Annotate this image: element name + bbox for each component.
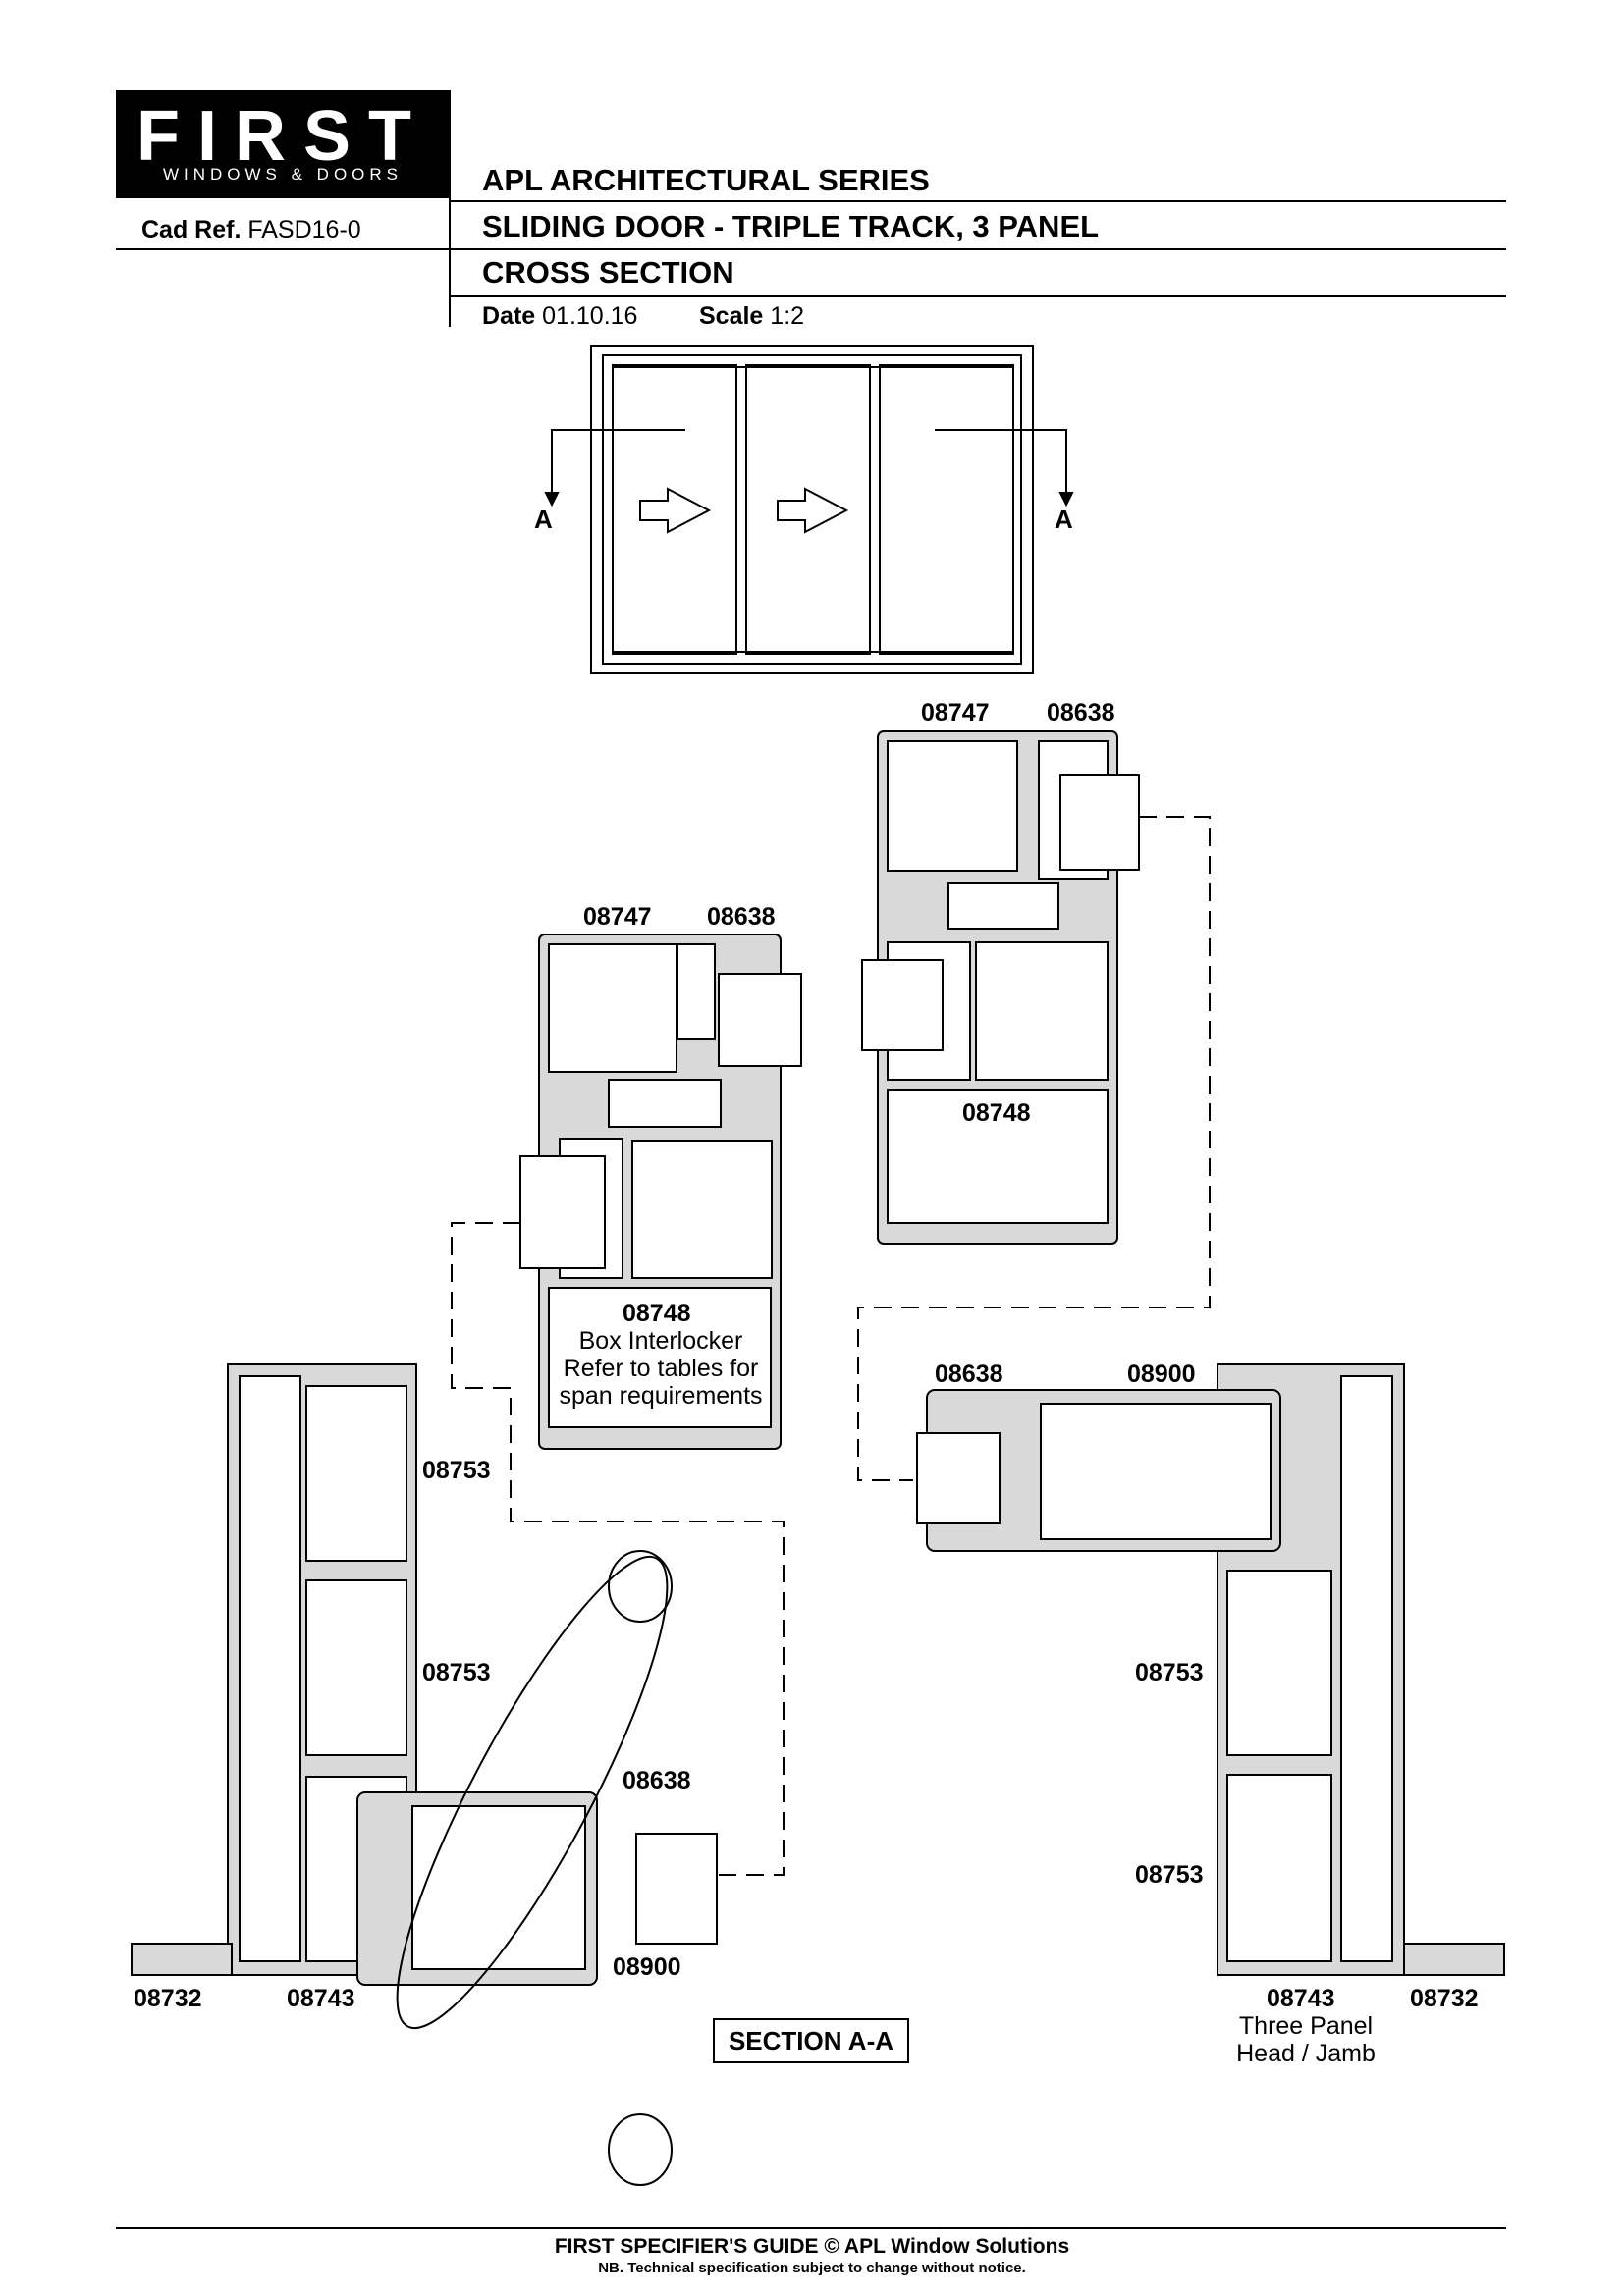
cad-ref-label: Cad Ref. (141, 216, 242, 243)
part-label: 08900 (1127, 1361, 1196, 1388)
cad-ref: Cad Ref. FASD16-0 (141, 216, 361, 244)
note-line: Refer to tables for (563, 1355, 759, 1382)
scale-field: Scale 1:2 (699, 302, 804, 331)
part-label: 08743 (287, 1985, 355, 2012)
part-label: 08748 (623, 1300, 691, 1327)
view-title: CROSS SECTION (482, 255, 734, 290)
series-title: APL ARCHITECTURAL SERIES (482, 163, 930, 197)
jamb-left (131, 1363, 718, 1986)
part-label: 08748 (962, 1099, 1031, 1127)
logo-word: FIRST (136, 97, 429, 176)
note-line: Box Interlocker (578, 1327, 743, 1355)
product-title: SLIDING DOOR - TRIPLE TRACK, 3 PANEL (482, 209, 1100, 243)
handle-outline (396, 1550, 673, 2186)
date-value: 01.10.16 (542, 302, 638, 330)
part-label: 08743 (1267, 1985, 1335, 2012)
part-label: 08753 (1135, 1659, 1204, 1686)
note-line: span requirements (559, 1382, 763, 1410)
scale-value: 1:2 (770, 302, 805, 330)
profiles (131, 730, 1505, 1986)
footer-disclaimer: NB. Technical specification subject to c… (598, 2260, 1026, 2276)
interlock-top-right (861, 730, 1140, 1245)
part-label: 08753 (422, 1659, 491, 1686)
part-label: 08900 (613, 1953, 681, 1981)
footer-credit: FIRST SPECIFIER'S GUIDE © APL Window Sol… (554, 2235, 1070, 2258)
section-mark-right: A (1055, 505, 1073, 534)
scale-label: Scale (699, 302, 764, 330)
note-line: Head / Jamb (1236, 2040, 1376, 2067)
date-label: Date (482, 302, 536, 330)
part-label: 08732 (1410, 1985, 1479, 2012)
cad-ref-value: FASD16-0 (247, 216, 361, 243)
elevation-view (544, 345, 1074, 674)
part-label: 08638 (1047, 699, 1115, 726)
part-label: 08638 (623, 1767, 691, 1794)
note-line: Three Panel (1238, 2012, 1374, 2040)
part-label: 08753 (422, 1457, 491, 1484)
section-mark-left: A (534, 505, 553, 534)
interlock-middle (519, 934, 802, 1450)
part-label: 08638 (935, 1361, 1003, 1388)
part-label: 08638 (707, 903, 776, 931)
dashed-connectors (451, 816, 1211, 1876)
part-label: 08753 (1135, 1861, 1204, 1889)
section-label: SECTION A-A (713, 2018, 909, 2063)
date-field: Date 01.10.16 (482, 302, 637, 331)
brand-logo: FIRST WINDOWS & DOORS (116, 90, 450, 198)
part-label: 08732 (134, 1985, 202, 2012)
part-label: 08747 (921, 699, 990, 726)
jamb-right (916, 1363, 1505, 1976)
part-label: 08747 (583, 903, 652, 931)
logo-subtitle: WINDOWS & DOORS (162, 165, 404, 184)
